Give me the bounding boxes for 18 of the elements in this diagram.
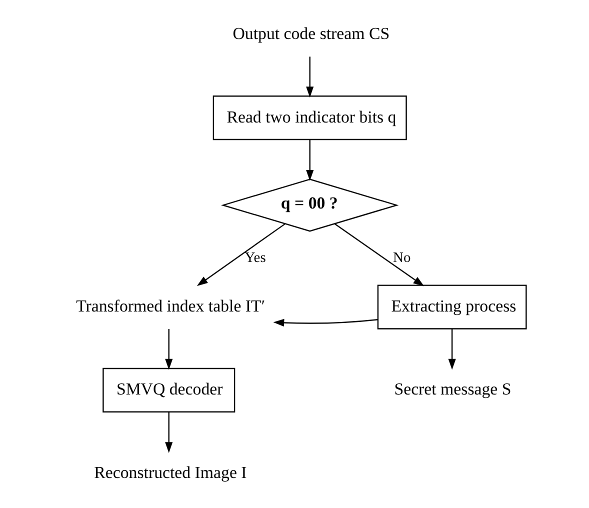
arrow xyxy=(196,223,286,286)
edge-label: Yes xyxy=(244,250,266,266)
arrow xyxy=(306,140,314,181)
node-diamond: q = 00 ? xyxy=(221,178,399,232)
node-text: Reconstructed Image I xyxy=(94,462,247,482)
arrow xyxy=(165,329,173,370)
node-text: Secret message S xyxy=(394,380,512,399)
node-box: SMVQ decoder xyxy=(102,368,236,412)
edge-label: No xyxy=(393,250,411,266)
arrow xyxy=(165,412,173,453)
arrow xyxy=(306,56,314,98)
node-text: Transformed index table IT′ xyxy=(76,296,266,316)
node-box: Read two indicator bits q xyxy=(212,96,407,140)
node-text: Output code stream CS xyxy=(232,24,390,44)
arrow xyxy=(448,329,456,370)
arrow xyxy=(273,318,378,327)
arrow xyxy=(334,223,424,286)
node-box: Extracting process xyxy=(377,284,527,330)
